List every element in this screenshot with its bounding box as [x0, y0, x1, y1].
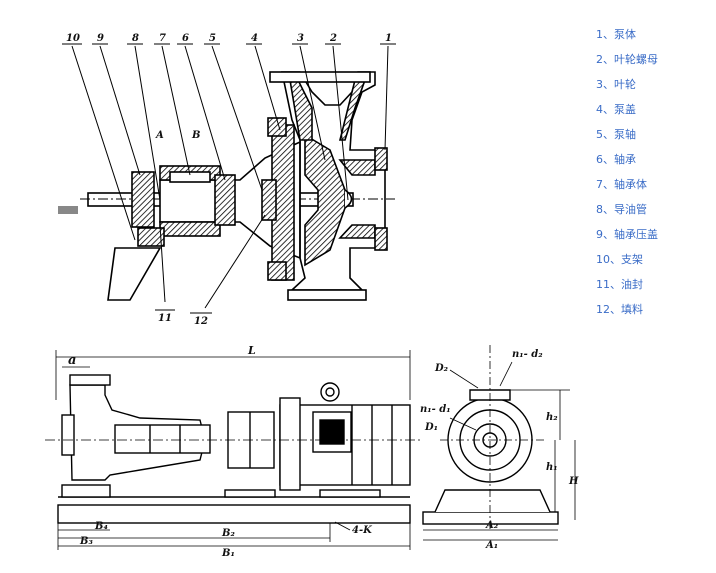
- dim-A2: A₂: [485, 520, 499, 531]
- dim-n1-d1: n₁- d₁: [420, 404, 451, 415]
- dim-D1: D₁: [424, 422, 438, 433]
- dim-n1-d2: n₁- d₂: [512, 349, 543, 360]
- legend-item-packing: 12、填料: [596, 303, 643, 316]
- base-plate: [57, 504, 411, 524]
- callout-1: 1: [385, 33, 392, 44]
- callout-6: 6: [182, 33, 189, 44]
- legend-item-support: 10、支架: [596, 253, 643, 266]
- callout-8: 8: [132, 33, 139, 44]
- dim-h2: h₂: [546, 412, 558, 423]
- callout-9: 9: [97, 33, 104, 44]
- legend-item-pump-shaft: 5、泵轴: [596, 128, 636, 141]
- pump-casing: [281, 71, 386, 291]
- legend-item-pump-cover: 4、泵盖: [596, 103, 636, 116]
- dim-L: L: [247, 344, 256, 357]
- detail-label-a: A: [155, 130, 164, 141]
- legend-item-bearing-body: 7、轴承体: [596, 178, 647, 191]
- dim-B2: B₂: [221, 528, 235, 539]
- legend-item-oil-seal: 11、油封: [596, 278, 643, 291]
- legend-item-oil-pipe: 8、导油管: [596, 203, 647, 216]
- dim-B1: B₁: [221, 548, 235, 559]
- sectional-view: [58, 71, 395, 301]
- legend-item-impeller-nut: 2、叶轮螺母: [596, 53, 658, 66]
- assembly-view: [45, 350, 420, 550]
- bearing-right: [214, 174, 236, 226]
- callout-4: 4: [251, 33, 258, 44]
- assembly-labels: a L B₄ B₃ B₂ B₁ 4-K: [68, 344, 373, 559]
- dim-4-K: 4-K: [352, 525, 373, 536]
- end-view-labels: D₂ n₁- d₂ n₁- d₁ D₁ h₂ h₁ H A₂ A₁: [420, 349, 579, 551]
- callout-12: 12: [194, 316, 208, 327]
- callout-7: 7: [159, 33, 166, 44]
- dim-D2: D₂: [434, 363, 449, 374]
- end-view: [422, 345, 576, 541]
- parts-legend: 1、泵体 2、叶轮螺母 3、叶轮 4、泵盖 5、泵轴 6、轴承 7、轴承体 8、…: [596, 22, 714, 322]
- dim-A1: A₁: [485, 540, 498, 551]
- bearing-left: [131, 171, 155, 228]
- impeller: [304, 133, 346, 267]
- callout-10: 10: [66, 33, 80, 44]
- support-stand: [107, 247, 162, 301]
- callout-11: 11: [158, 313, 172, 324]
- legend-item-bearing-gland: 9、轴承压盖: [596, 228, 658, 241]
- callout-leaders: [62, 43, 396, 314]
- dim-B3: B₃: [79, 536, 93, 547]
- detail-label-b: B: [191, 130, 200, 141]
- dim-h1: h₁: [546, 462, 558, 473]
- dim-B4: B₄: [94, 521, 108, 532]
- callout-5: 5: [209, 33, 216, 44]
- dim-H: H: [568, 476, 579, 487]
- callout-3: 3: [297, 33, 304, 44]
- legend-item-impeller: 3、叶轮: [596, 78, 636, 91]
- legend-item-pump-body: 1、泵体: [596, 28, 636, 41]
- legend-item-bearing: 6、轴承: [596, 153, 636, 166]
- dim-a: a: [68, 353, 76, 368]
- callout-labels: 10 9 8 7 6 5 4 3 2 1 11 12 A B: [66, 33, 392, 327]
- callout-2: 2: [329, 33, 337, 44]
- packing: [261, 179, 277, 221]
